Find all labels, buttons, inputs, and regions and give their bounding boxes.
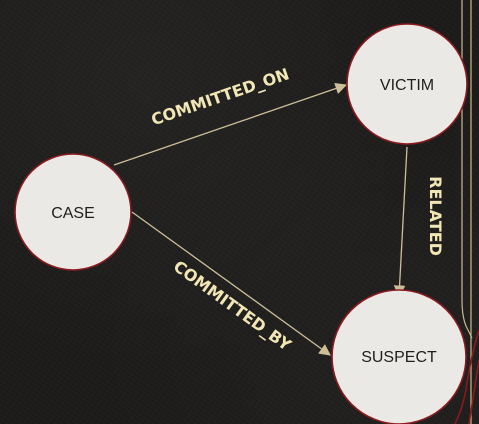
frame-accent-curve <box>454 329 479 424</box>
frame-border-inner <box>461 0 473 339</box>
node-label-victim: VICTIM <box>380 77 434 94</box>
edge-committed-on[interactable] <box>113 82 348 166</box>
edge-label-committed-by: COMMITTED_BY <box>170 257 295 355</box>
edge-label-committed-on: COMMITTED_ON <box>149 64 292 129</box>
edge-label-related: RELATED <box>426 176 445 256</box>
node-victim[interactable]: VICTIM <box>346 23 468 145</box>
node-label-suspect: SUSPECT <box>361 349 437 366</box>
node-suspect[interactable]: SUSPECT <box>331 289 467 424</box>
edge-committed-by[interactable] <box>131 211 331 356</box>
node-label-case: CASE <box>51 205 95 222</box>
edge-related[interactable] <box>393 146 408 298</box>
frame-accent-curve-2 <box>468 359 479 424</box>
node-case[interactable]: CASE <box>14 153 132 271</box>
